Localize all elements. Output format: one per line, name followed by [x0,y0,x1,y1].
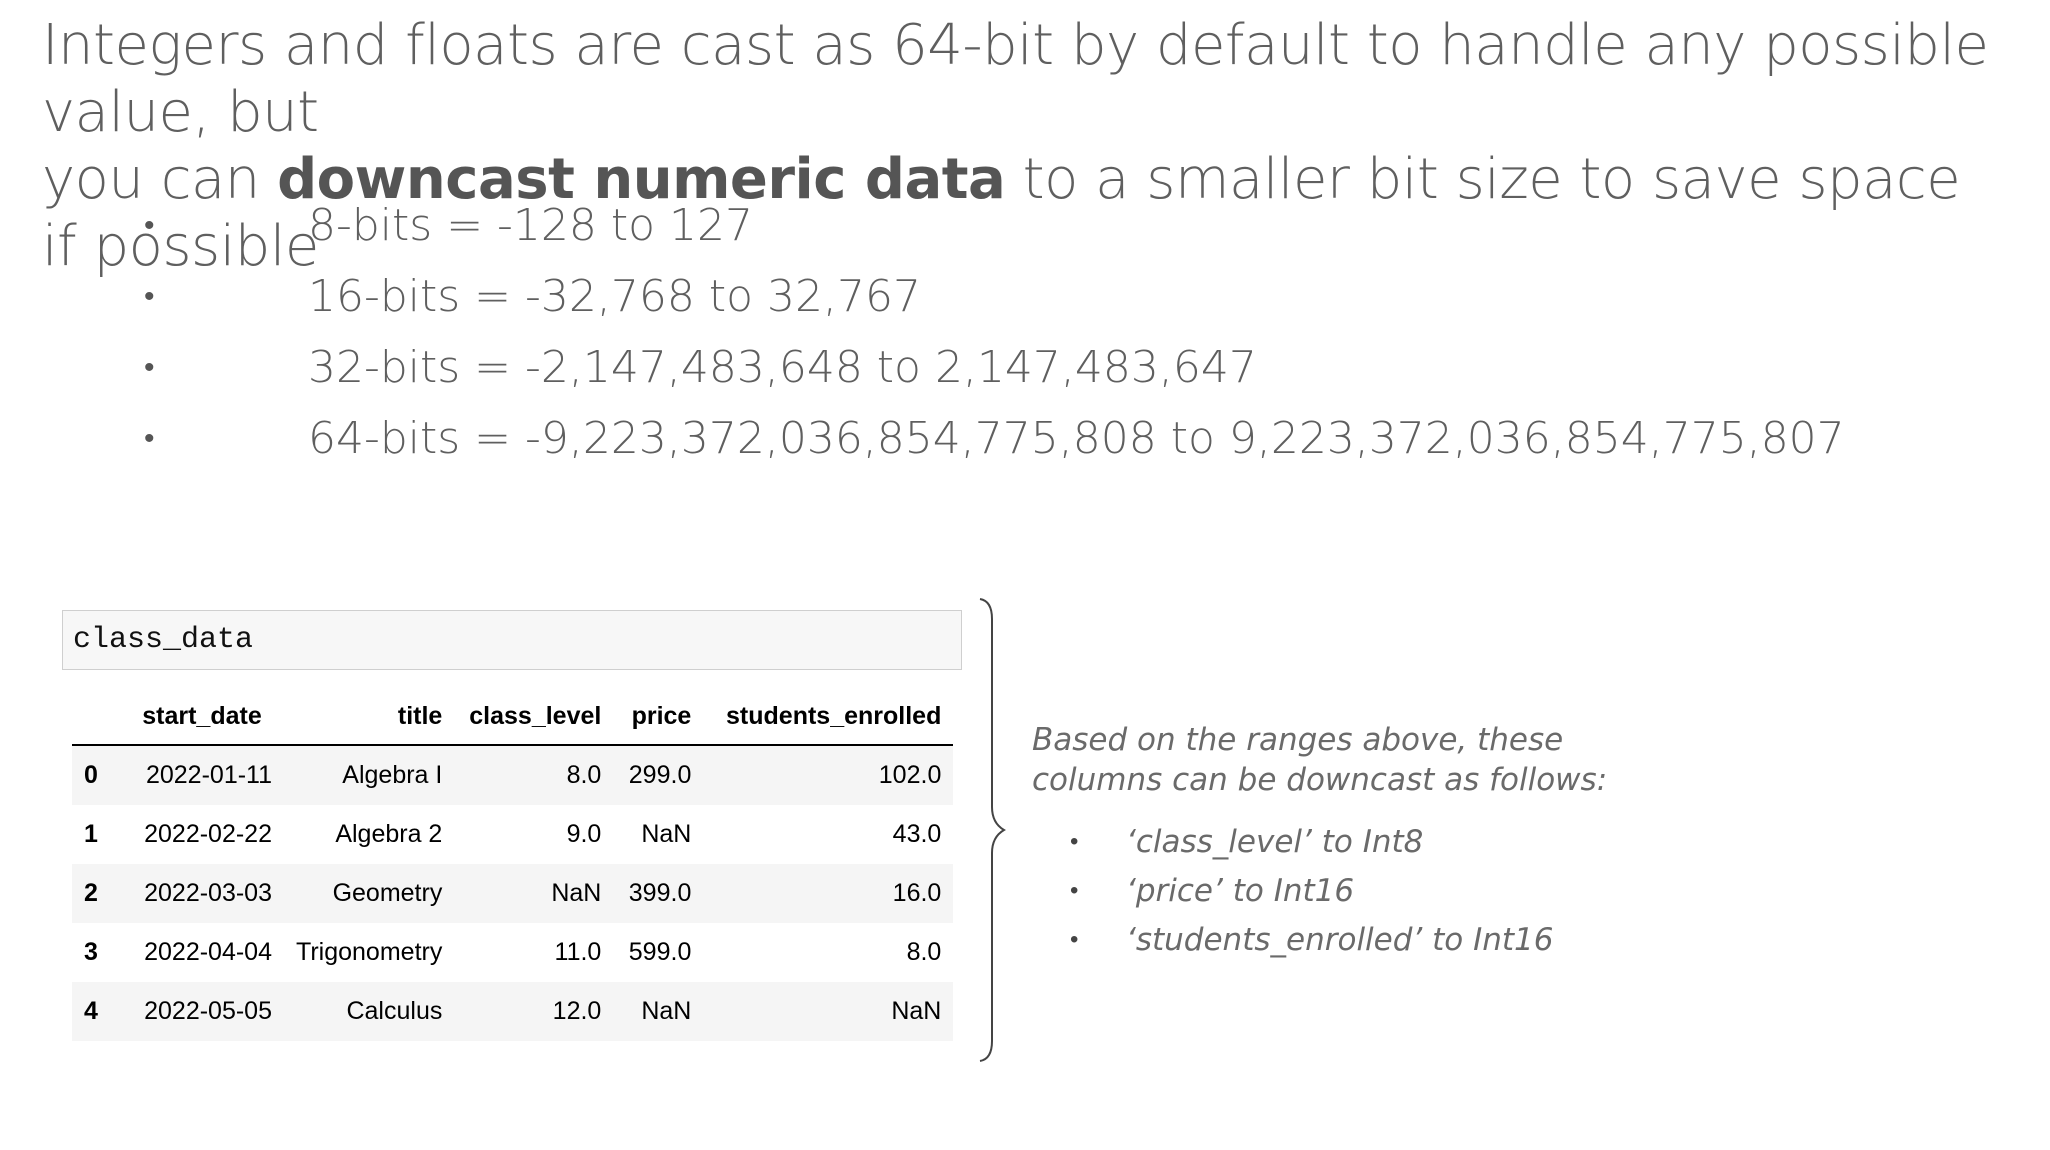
table-row: 2 2022-03-03 Geometry NaN 399.0 16.0 [72,864,954,923]
column-header-price: price [613,688,704,746]
bullet-icon: • [144,279,155,314]
bullet-icon: • [144,421,155,456]
cell-title: Calculus [346,997,443,1025]
cell-price: 599.0 [628,938,692,966]
right-brace-icon [979,598,1006,1062]
cell-class-level: 8.0 [566,761,602,789]
cell-students-enrolled: 8.0 [906,938,942,966]
cell-price: 399.0 [628,879,692,907]
bit-range-item: • 32-bits = -2,147,483,648 to 2,147,483,6… [130,332,1845,403]
column-header-title: title [284,688,455,746]
slide-headline: Integers and floats are cast as 64-bit b… [42,12,2002,280]
cell-students-enrolled: 102.0 [878,761,942,789]
cell-class-level: NaN [551,879,602,907]
cell-title: Trigonometry [296,938,443,966]
table-row: 4 2022-05-05 Calculus 12.0 NaN NaN [72,982,954,1041]
downcast-item-text: ‘price’ to Int16 [1126,872,1355,909]
row-index: 2 [84,879,98,907]
code-cell[interactable]: class_data [62,610,962,670]
column-header-students-enrolled: students_enrolled [703,688,954,746]
headline-line-2-end: to a smaller bit size to save space if p… [42,147,1961,279]
cell-class-level: 12.0 [552,997,602,1025]
bit-range-list: • 8-bits = -128 to 127 • 16-bits = -32,768… [130,190,1845,474]
cell-price: NaN [641,820,692,848]
downcast-list: • ‘class_level’ to Int8 • ‘price’ to Int16… [1070,817,1554,964]
cell-class-level: 9.0 [566,820,602,848]
table-row: 1 2022-02-22 Algebra 2 9.0 NaN 43.0 [72,805,953,864]
cell-students-enrolled: 43.0 [892,820,942,848]
table-row: 3 2022-04-04 Trigonometry 11.0 599.0 8.0 [72,923,953,982]
row-index: 1 [84,820,98,848]
table-row: 0 2022-01-11 Algebra I 8.0 299.0 102.0 [72,745,954,805]
downcast-item: • ‘class_level’ to Int8 [1070,817,1554,866]
bullet-icon: • [144,350,155,385]
cell-price: 299.0 [628,761,692,789]
cell-title: Geometry [332,879,443,907]
headline-line-1: Integers and floats are cast as 64-bit b… [42,13,1989,145]
bit-range-item: • 16-bits = -32,768 to 32,767 [130,261,1845,332]
cell-start-date: 2022-01-11 [145,761,272,789]
column-header-start-date: start_date [120,688,284,746]
row-index: 4 [84,997,98,1025]
bullet-icon: • [1070,925,1079,953]
headline-line-2-start: you can [42,147,278,212]
bit-range-item: • 8-bits = -128 to 127 [130,190,1845,261]
cell-students-enrolled: NaN [891,997,942,1025]
bit-range-item: • 64-bits = -9,223,372,036,854,775,808 to… [130,403,1845,474]
bit-range-text: 64-bits = -9,223,372,036,854,775,808 to … [308,413,1845,464]
row-index: 3 [84,938,98,966]
cell-start-date: 2022-03-03 [144,879,272,907]
row-index: 0 [84,761,98,789]
bullet-icon: • [1070,876,1079,904]
bullet-icon: • [1070,827,1079,855]
cell-title: Algebra I [342,761,443,789]
cell-students-enrolled: 16.0 [892,879,942,907]
code-cell-text: class_data [73,623,254,657]
downcast-item: • ‘students_enrolled’ to Int16 [1070,915,1554,964]
downcast-item-text: ‘class_level’ to Int8 [1126,823,1424,860]
downcast-note: Based on the ranges above, these columns… [1032,722,1608,798]
dataframe-table: start_date title class_level price stude… [72,688,954,1041]
column-header-class-level: class_level [454,688,614,746]
bit-range-text: 16-bits = -32,768 to 32,767 [308,271,921,322]
bit-range-text: 8-bits = -128 to 127 [308,200,754,251]
cell-price: NaN [641,997,692,1025]
cell-start-date: 2022-04-04 [144,938,272,966]
bit-range-text: 32-bits = -2,147,483,648 to 2,147,483,64… [308,342,1257,393]
cell-class-level: 11.0 [554,938,602,966]
downcast-item-text: ‘students_enrolled’ to Int16 [1126,921,1554,958]
cell-start-date: 2022-02-22 [144,820,272,848]
table-header-row: start_date title class_level price stude… [72,688,954,746]
bullet-icon: • [144,208,155,243]
downcast-item: • ‘price’ to Int16 [1070,866,1554,915]
headline-emphasis: downcast numeric data [277,147,1006,212]
column-header-index [72,688,120,746]
cell-start-date: 2022-05-05 [144,997,272,1025]
cell-title: Algebra 2 [335,820,443,848]
